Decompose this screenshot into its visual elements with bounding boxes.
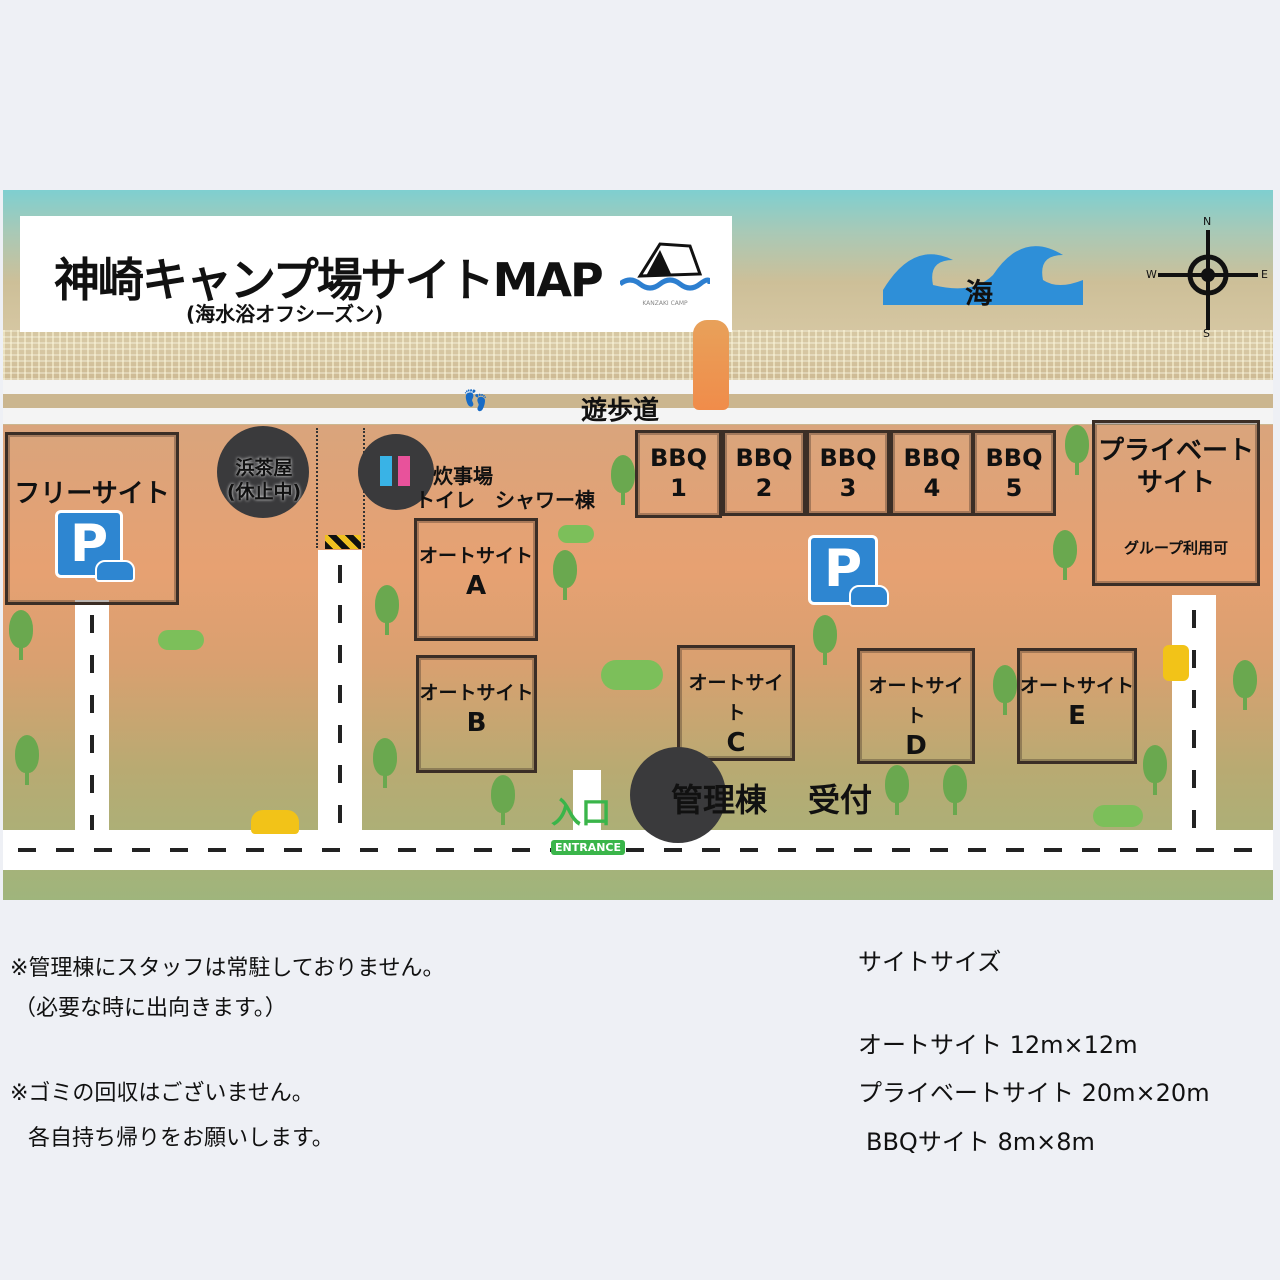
map-subtitle: (海水浴オフシーズン) (186, 302, 384, 326)
tree-icon (373, 738, 397, 788)
tree-icon (1233, 660, 1267, 730)
bush-icon (601, 660, 663, 690)
footprints-icon: 👣 (463, 388, 488, 412)
compass-icon: N S W E (1146, 215, 1268, 340)
beach-house-icon[interactable] (217, 426, 309, 518)
car-icon (849, 585, 889, 607)
toilet-shower-label: トイレ シャワー棟 (415, 488, 595, 512)
tree-icon (553, 550, 577, 600)
private-site[interactable]: プライベート サイト グループ利用可 (1092, 420, 1260, 586)
tree-icon (885, 765, 909, 815)
map-title: 神崎キャンプ場サイトMAP (54, 253, 604, 307)
tree-icon (15, 735, 39, 785)
bush-icon (558, 525, 594, 543)
reception-label: 受付 (808, 781, 873, 819)
road-centerline (338, 565, 342, 830)
free-site-label: フリーサイト (14, 479, 170, 509)
male-icon (380, 456, 392, 486)
entrance-label: 入口 (551, 796, 611, 831)
bush-icon (158, 630, 204, 650)
promenade-label: 遊歩道 (581, 396, 660, 426)
car-icon (95, 560, 135, 582)
tree-icon (375, 585, 399, 635)
toilet-building-icon[interactable] (358, 434, 434, 510)
entrance-sign: ENTRANCE (551, 840, 625, 855)
site-size-item: オートサイト 12m×12m (858, 1031, 1138, 1059)
group-use-note: グループ利用可 (1123, 539, 1229, 557)
gate-barrier-icon (325, 535, 361, 549)
tree-icon (1143, 745, 1167, 795)
tree-icon (1065, 425, 1089, 475)
title-banner: 神崎キャンプ場サイトMAP (海水浴オフシーズン) KANZAKI CAMP (20, 216, 732, 332)
campsite-map: 神崎キャンプ場サイトMAP (海水浴オフシーズン) KANZAKI CAMP 海… (3, 190, 1273, 900)
tree-icon (943, 765, 967, 815)
road-centerline (90, 615, 94, 830)
note-line: （必要な時に出向きます。） (14, 996, 287, 1021)
kitchen-label: 炊事場 (433, 464, 493, 488)
beach-sand (3, 330, 1273, 380)
tree-icon (1053, 530, 1087, 600)
note-line: ※管理棟にスタッフは常駐しておりません。 (10, 956, 445, 981)
office-icon[interactable] (630, 747, 726, 843)
site-size-heading: サイトサイズ (858, 948, 1002, 976)
road-centerline (18, 848, 1268, 852)
tree-icon (9, 610, 33, 660)
sea-label: 海 (965, 277, 994, 310)
entrance-gate (573, 770, 601, 830)
site-size-item: BBQサイト 8m×8m (866, 1128, 1095, 1156)
tree-icon (813, 615, 837, 665)
promenade-path (3, 408, 1273, 424)
tree-icon (611, 455, 635, 505)
camp-logo: KANZAKI CAMP (618, 236, 713, 316)
wave-icon (883, 235, 1083, 309)
tree-icon (993, 665, 1017, 715)
site-size-item: プライベートサイト 20m×20m (858, 1079, 1210, 1107)
road-centerline (1192, 610, 1196, 845)
free-site[interactable]: フリーサイト (5, 432, 179, 605)
car-icon (251, 810, 299, 834)
beach-house-label: 浜茶屋(休止中) (226, 457, 302, 503)
office-label: 管理棟 (671, 781, 768, 819)
female-icon (398, 456, 410, 486)
fence-line (316, 428, 318, 548)
tree-icon (491, 775, 515, 825)
car-icon (1163, 645, 1189, 681)
promenade-path (3, 380, 1273, 394)
note-line: 各自持ち帰りをお願いします。 (28, 1126, 334, 1151)
bush-icon (1093, 805, 1143, 827)
walking-person-icon (693, 320, 729, 410)
note-line: ※ゴミの回収はございません。 (10, 1081, 314, 1106)
